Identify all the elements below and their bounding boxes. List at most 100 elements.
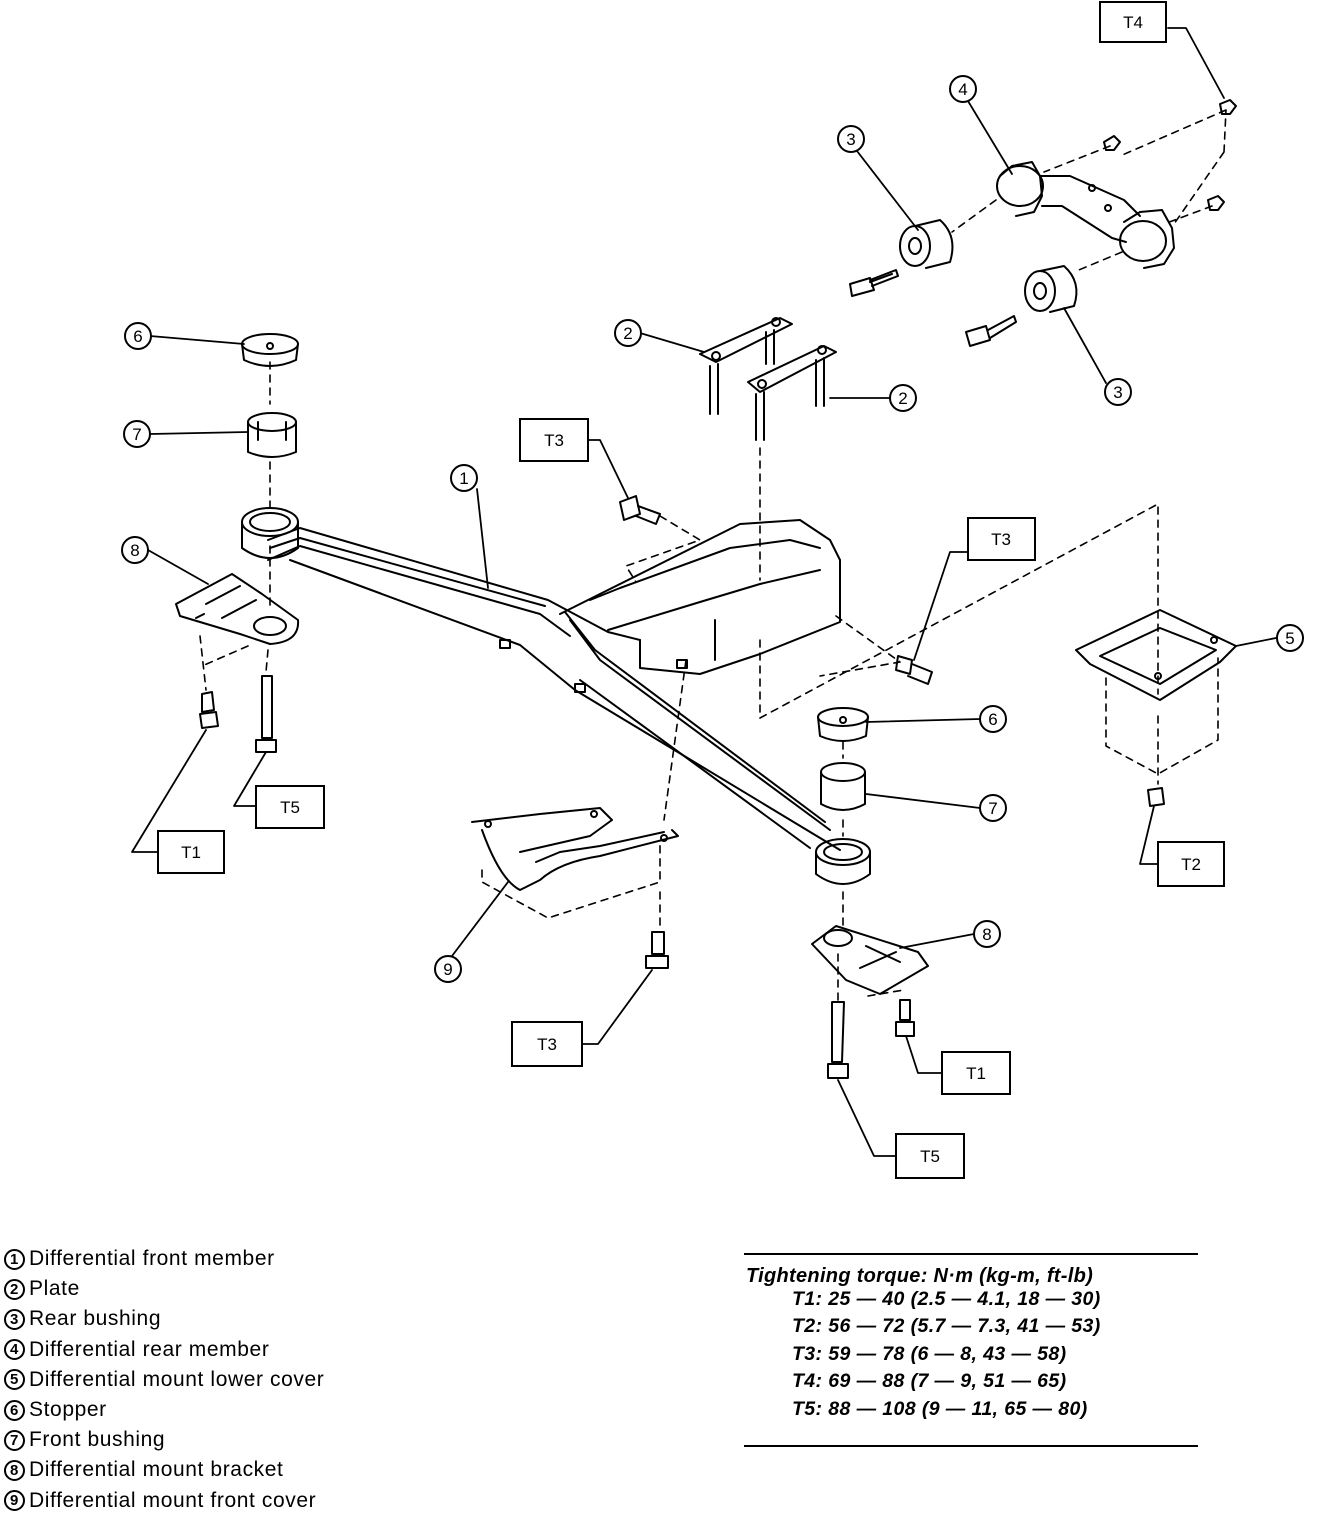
tag-t3-mid: T3 (967, 517, 1036, 561)
svg-text:1: 1 (459, 469, 468, 488)
bolt-t1-left (199, 691, 219, 729)
callout-5: 5 (1276, 624, 1304, 652)
bolt-t3-mid (895, 655, 933, 685)
torque-row: T4: 69 — 88 (7 — 9, 51 — 65) (792, 1370, 1067, 1393)
callouts: 1 2 2 3 3 4 5 6 6 7 7 8 8 9 (121, 75, 1304, 983)
svg-text:2: 2 (898, 389, 907, 408)
callout-1: 1 (450, 464, 478, 492)
legend-number: 4 (4, 1339, 25, 1361)
legend-number: 6 (4, 1399, 25, 1421)
callout-8-left: 8 (121, 536, 149, 564)
callout-6-right: 6 (979, 705, 1007, 733)
front-bushing-left (247, 412, 297, 458)
bolt-t5-right (827, 1001, 849, 1079)
legend-label: Differential mount bracket (29, 1458, 284, 1482)
torque-row: T3: 59 — 78 (6 — 8, 43 — 58) (792, 1342, 1067, 1365)
svg-text:6: 6 (133, 327, 142, 346)
svg-text:T5: T5 (920, 1147, 940, 1166)
svg-text:T1: T1 (966, 1064, 986, 1083)
legend-number: 5 (4, 1369, 25, 1391)
rear-bushing-lower (965, 265, 1078, 347)
differential-rear-member (996, 161, 1175, 269)
torque-row: T5: 88 — 108 (9 — 11, 65 — 80) (792, 1397, 1088, 1420)
legend-number: 9 (4, 1490, 25, 1512)
stopper-right (817, 707, 869, 742)
callout-3-lower: 3 (1104, 378, 1132, 406)
torque-tags: T4 T3 T3 T5 T1 T2 T3 T1 T5 (157, 1, 1225, 1179)
svg-text:7: 7 (132, 425, 141, 444)
tag-t2: T2 (1157, 841, 1225, 887)
callout-7-right: 7 (979, 794, 1007, 822)
callout-3-upper: 3 (837, 125, 865, 153)
callout-7-left: 7 (123, 420, 151, 448)
plate-2 (747, 345, 837, 441)
legend-label: Differential front member (29, 1247, 275, 1271)
mount-front-cover (471, 807, 679, 891)
mount-bracket-left (175, 573, 300, 645)
svg-text:3: 3 (846, 130, 855, 149)
legend-number: 1 (4, 1248, 25, 1270)
svg-text:8: 8 (130, 541, 139, 560)
legend-label: Differential rear member (29, 1337, 270, 1361)
svg-text:4: 4 (958, 80, 967, 99)
torque-row: T1: 25 — 40 (2.5 — 4.1, 18 — 30) (792, 1288, 1101, 1310)
bolt-t3-left (619, 495, 661, 525)
legend-number: 8 (4, 1459, 25, 1481)
svg-text:T3: T3 (991, 530, 1011, 549)
legend-label: Plate (29, 1277, 80, 1301)
svg-text:T1: T1 (181, 843, 201, 862)
legend-number: 2 (4, 1278, 25, 1300)
differential-front-member (241, 507, 871, 885)
plate-1 (699, 317, 793, 415)
svg-text:T3: T3 (544, 431, 564, 450)
legend-label: Front bushing (29, 1428, 166, 1452)
legend-label: Differential mount front cover (29, 1488, 317, 1512)
tag-t5-left: T5 (255, 785, 325, 829)
callout-2-upper: 2 (614, 319, 642, 347)
svg-text:6: 6 (988, 710, 997, 729)
bolt-t2 (1147, 787, 1165, 807)
callout-2-lower: 2 (889, 384, 917, 412)
tag-t3-left: T3 (519, 418, 589, 462)
callout-4: 4 (949, 75, 977, 103)
svg-text:9: 9 (443, 960, 452, 979)
callout-6-left: 6 (124, 322, 152, 350)
tag-t5-right: T5 (895, 1133, 965, 1179)
bolt-t1-right (895, 999, 915, 1037)
legend-label: Differential mount lower cover (29, 1367, 325, 1391)
svg-text:5: 5 (1285, 629, 1294, 648)
torque-table: Tightening torque: N·m (kg-m, ft-lb) T1:… (744, 1253, 1198, 1447)
callout-8-right: 8 (973, 920, 1001, 948)
bolt-t5-left (255, 675, 277, 753)
mount-lower-cover (1075, 609, 1237, 701)
tag-t4: T4 (1099, 1, 1167, 43)
torque-row: T2: 56 — 72 (5.7 — 7.3, 41 — 53) (792, 1315, 1101, 1338)
bolt-t3-bottom (645, 931, 669, 969)
svg-text:T5: T5 (280, 798, 300, 817)
mount-bracket-right (811, 925, 929, 995)
legend-number: 7 (4, 1429, 25, 1451)
rear-bushing-upper (849, 219, 954, 297)
callout-9: 9 (434, 955, 462, 983)
svg-text:2: 2 (623, 324, 632, 343)
svg-text:T4: T4 (1123, 13, 1143, 32)
svg-text:3: 3 (1113, 383, 1122, 402)
svg-text:T3: T3 (537, 1035, 557, 1054)
svg-text:8: 8 (982, 925, 991, 944)
front-bushing-right (820, 762, 866, 811)
torque-title: Tightening torque: N·m (kg-m, ft-lb) (746, 1265, 1094, 1287)
tag-t1-right: T1 (941, 1051, 1011, 1095)
svg-text:7: 7 (988, 799, 997, 818)
exploded-diagram: 1 2 2 3 3 4 5 6 6 7 7 8 8 9 T4 T3 T3 T5 … (121, 1, 1304, 1179)
tag-t3-bottom: T3 (511, 1021, 583, 1067)
